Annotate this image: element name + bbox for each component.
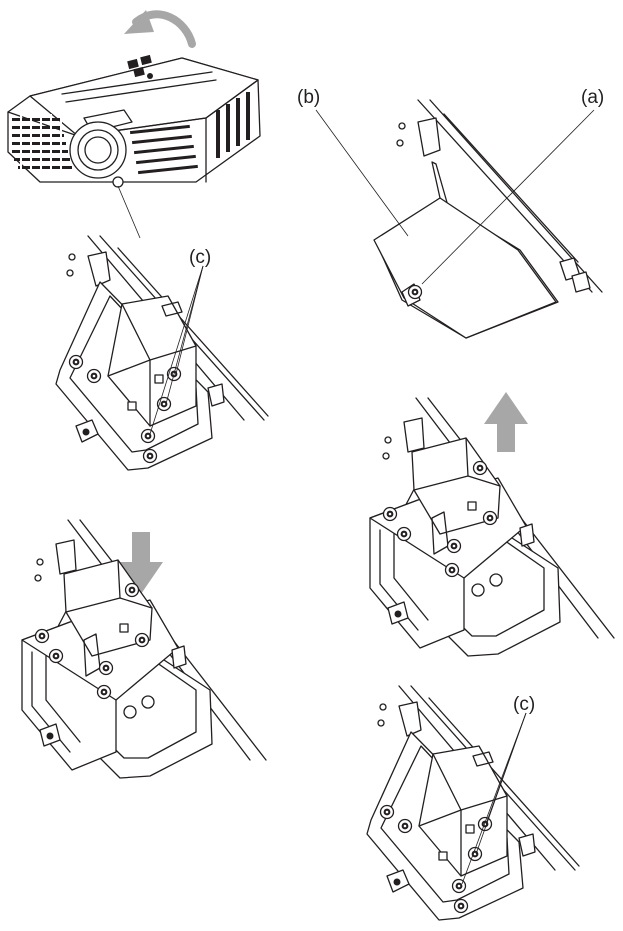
label-c-bottom: (c) [513, 694, 536, 715]
lamp-cover-illustration [373, 99, 603, 339]
label-c-top: (c) [189, 247, 212, 268]
projector-illustration [7, 10, 261, 239]
label-a: (a) [581, 87, 605, 108]
lamp-bay-bottom-right [367, 686, 579, 920]
lamp-bay-top-left [56, 236, 268, 470]
lamp-removal-illustration [370, 392, 614, 656]
rotate-arrow-icon [124, 10, 154, 34]
leader-line-b [315, 109, 409, 237]
down-arrow-icon [119, 532, 163, 594]
leader-line-a [421, 109, 595, 285]
up-arrow-icon [484, 392, 528, 452]
label-b: (b) [297, 87, 321, 108]
lamp-installation-illustration [22, 520, 266, 778]
